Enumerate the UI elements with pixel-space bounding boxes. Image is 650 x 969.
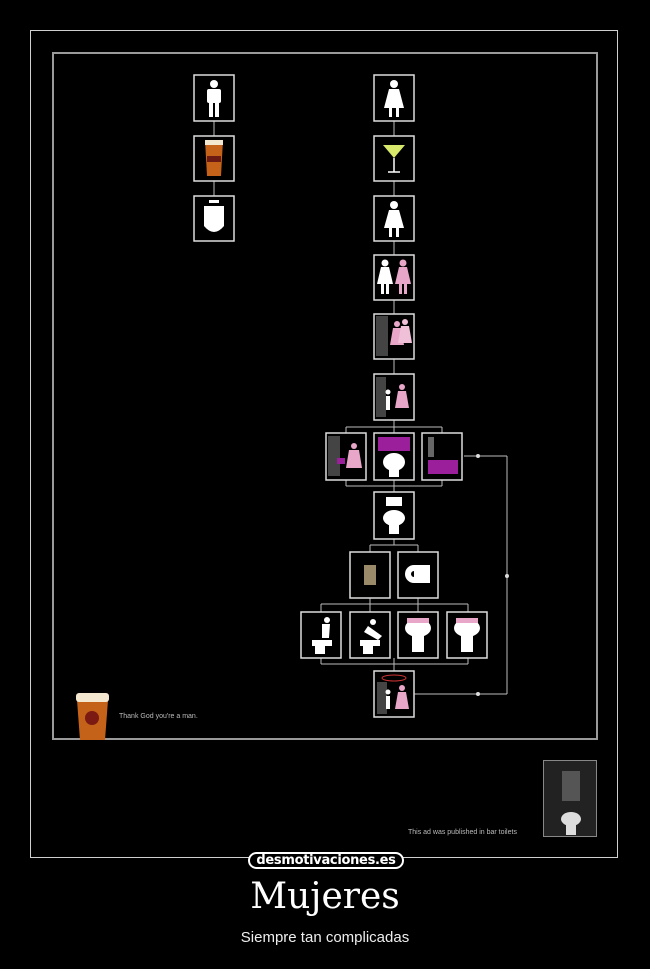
poster-tagline: Thank God you're a man. xyxy=(119,713,198,720)
woman-icon xyxy=(377,259,411,294)
toilet-icon xyxy=(383,497,405,534)
page-subtitle: Siempre tan complicadas xyxy=(240,929,410,946)
woman-icon xyxy=(384,201,404,237)
toilet-thumbnail xyxy=(543,760,597,837)
ad-note: This ad was published in bar toilets xyxy=(408,829,517,836)
toilet-icon xyxy=(405,618,431,652)
toilet-icon xyxy=(360,619,382,654)
poster-frame xyxy=(52,52,598,740)
page-title: Mujeres xyxy=(250,876,400,917)
beer-icon xyxy=(205,140,223,176)
woman-icon xyxy=(328,436,362,476)
toilet-icon xyxy=(378,437,410,477)
woman-icon xyxy=(376,377,409,417)
woman-icon xyxy=(376,316,412,356)
beer-icon xyxy=(76,693,109,740)
urinal-icon xyxy=(204,200,224,232)
toilet-icon xyxy=(428,437,458,474)
toilet-icon xyxy=(544,761,596,836)
woman-icon xyxy=(377,674,409,714)
toilet-paper-icon xyxy=(405,565,430,583)
toilet-icon xyxy=(312,617,332,654)
site-logo[interactable]: desmotivaciones.es xyxy=(248,852,404,869)
flowchart xyxy=(76,74,509,740)
cocktail-icon xyxy=(383,145,405,173)
man-icon xyxy=(207,80,221,117)
woman-icon xyxy=(384,80,404,117)
toilet-icon xyxy=(454,618,480,652)
toilet-paper-icon xyxy=(364,565,376,585)
